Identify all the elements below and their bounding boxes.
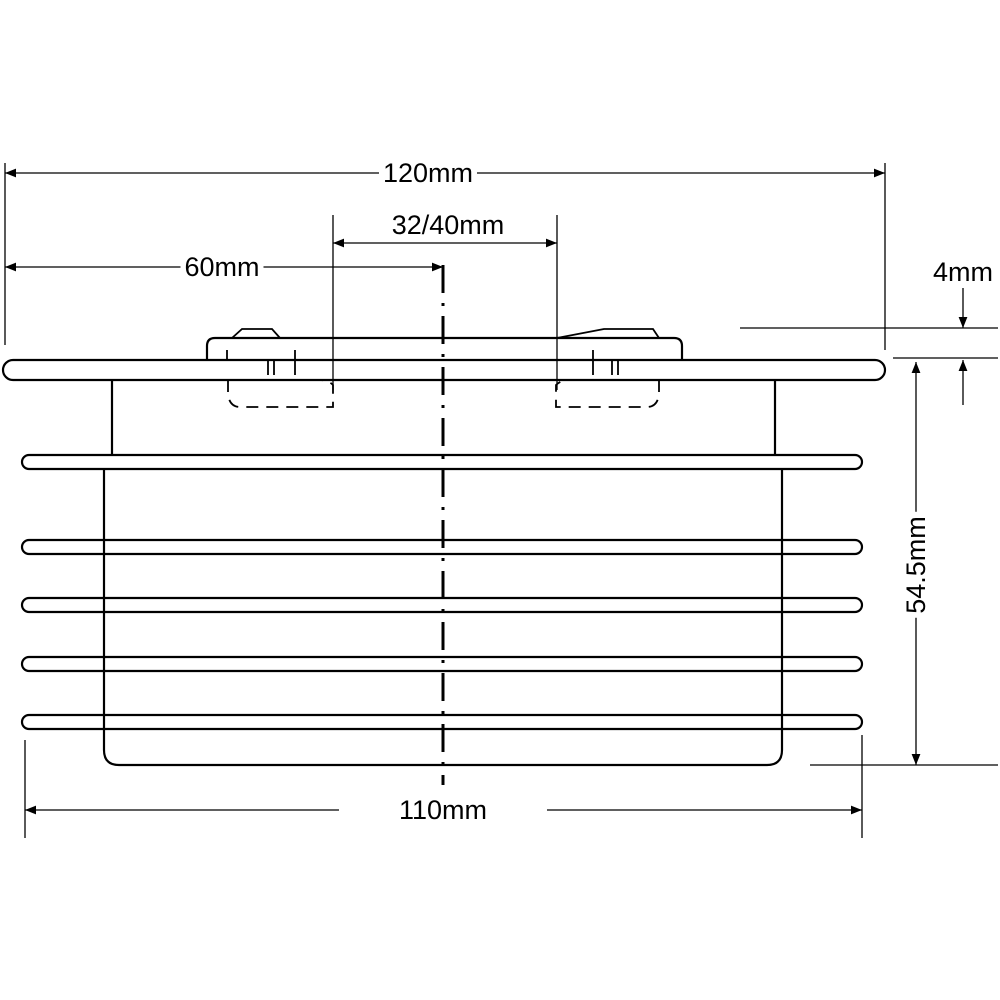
dimension-half-width: 60mm [180,252,264,282]
clips [226,328,660,408]
extension-lines [4,163,998,838]
body-shell [102,470,784,767]
dimension-flange-thickness: 4mm [933,257,993,287]
dimension-height: 54.5mm [901,512,931,618]
dimension-outlet-spacing: 32/40mm [387,210,509,240]
seal-fin [20,655,864,673]
dimension-overall-width: 120mm [378,158,478,188]
dimension-body-diameter: 110mm [338,795,548,825]
